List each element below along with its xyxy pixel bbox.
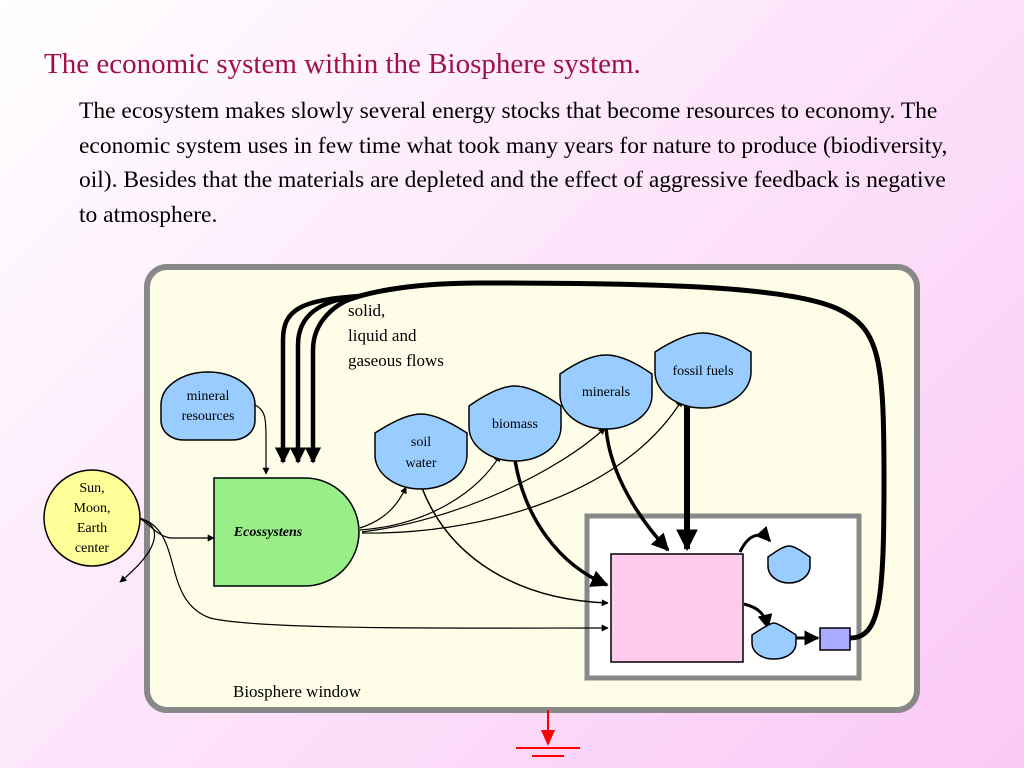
source-label-3: Earth	[77, 521, 107, 536]
minerals-tank	[559, 354, 653, 430]
energy-source-circle	[43, 469, 141, 567]
biomass-to-economy	[513, 459, 609, 587]
mineral-resources-label-2: resources	[182, 409, 235, 424]
source-to-economy-flow	[138, 517, 609, 632]
economy-box	[610, 553, 744, 663]
soil-water-label-2: water	[405, 456, 436, 471]
feedback-loop-line	[339, 280, 887, 641]
mineral-resources-flow	[254, 404, 270, 475]
economy-to-upper-tank	[738, 525, 772, 553]
source-label-1: Sun,	[79, 481, 104, 496]
ecosystems-label: Ecossystens	[233, 525, 303, 540]
flows-label-3: gaseous flows	[348, 351, 444, 370]
mineral-resources-label-1: mineral	[187, 389, 230, 404]
flow-arrow-2	[289, 293, 361, 464]
economy-lower-tank	[751, 622, 797, 660]
ecosystems-to-biomass	[359, 454, 501, 531]
minerals-label: minerals	[582, 385, 630, 400]
source-label-4: center	[75, 541, 110, 556]
slide-title: The economic system within the Biosphere…	[44, 48, 641, 80]
minerals-to-economy	[604, 427, 670, 552]
heat-sink-icon	[516, 710, 580, 757]
economy-output-box	[819, 627, 851, 651]
source-to-ecosystems-flow	[138, 517, 215, 542]
flows-label-1: solid,	[348, 301, 385, 320]
ecosystems-to-minerals	[361, 427, 606, 533]
ecosystems-producer	[213, 477, 360, 587]
soil-water-label-1: soil	[411, 435, 431, 450]
slide-body-text: The ecosystem makes slowly several energ…	[79, 98, 948, 228]
soil-water-to-economy	[421, 487, 609, 607]
biomass-label: biomass	[492, 417, 538, 432]
biosphere-window-label: Biosphere window	[233, 682, 362, 701]
flow-arrow-3	[304, 293, 361, 464]
fossil-fuels-tank	[654, 332, 752, 409]
mineral-resources-tank	[160, 371, 256, 441]
source-label-2: Moon,	[74, 501, 111, 516]
biomass-tank	[468, 385, 562, 462]
ecosystems-to-fossil-fuels	[361, 399, 683, 534]
soil-water-tank	[374, 413, 468, 490]
ecosystems-to-soil-water	[359, 486, 407, 529]
flows-label-2: liquid and	[348, 326, 417, 345]
economy-upper-tank	[767, 545, 811, 584]
fossil-fuels-label: fossil fuels	[672, 364, 733, 379]
